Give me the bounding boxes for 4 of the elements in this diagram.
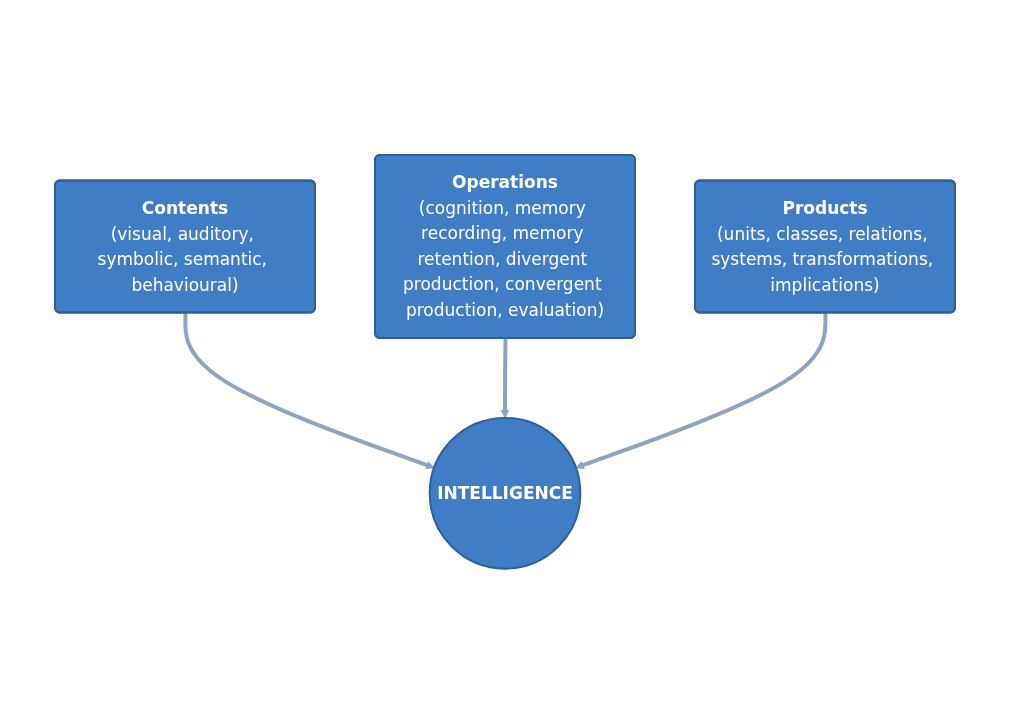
node-circle: INTELLIGENCE (428, 417, 582, 570)
arrow (500, 338, 510, 419)
arrow (183, 313, 435, 470)
arrow (575, 313, 828, 470)
